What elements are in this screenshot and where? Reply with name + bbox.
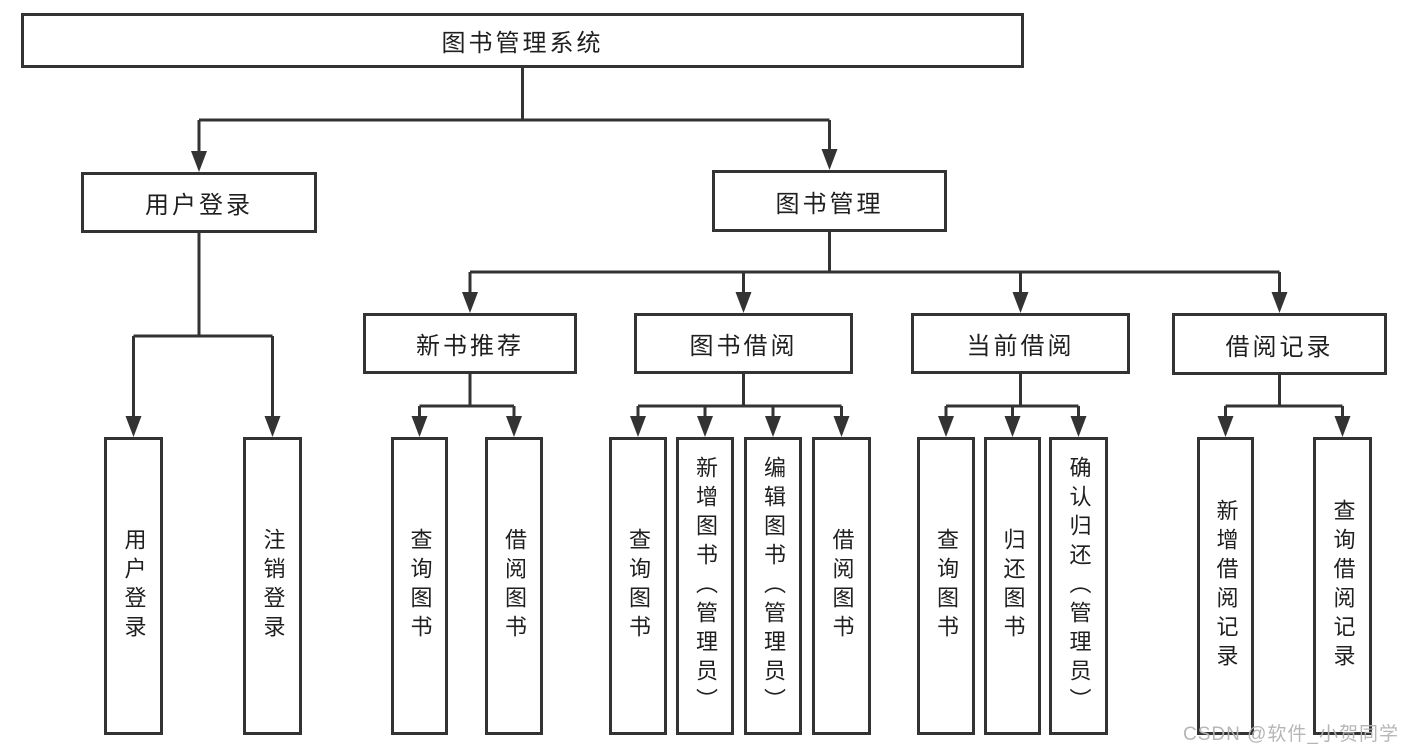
connector-user-login — [132, 231, 274, 417]
leaf-add-borrow-record: 新增借阅记录 — [1197, 437, 1254, 735]
connector-new-books — [418, 372, 516, 417]
node-new-book-recommend: 新书推荐 — [363, 313, 577, 374]
leaf-logout: 注销登录 — [243, 437, 302, 735]
connector-borrow-records — [1224, 373, 1344, 417]
arrowhead — [264, 416, 281, 437]
node-book-borrowing: 图书借阅 — [634, 313, 853, 374]
arrowhead — [1271, 292, 1288, 313]
node-current-borrowing: 当前借阅 — [911, 313, 1130, 374]
arrowhead — [462, 292, 478, 313]
arrowhead — [821, 149, 838, 170]
leaf-query-books: 查询图书 — [917, 437, 975, 735]
arrowhead — [1012, 292, 1029, 313]
node-user-login: 用户登录 — [81, 172, 317, 233]
arrowhead — [506, 416, 522, 437]
arrowhead — [630, 416, 646, 437]
leaf-user-login: 用户登录 — [104, 437, 163, 735]
arrowhead — [735, 292, 752, 313]
leaf-query-books: 查询图书 — [609, 437, 667, 735]
connector-root — [197, 66, 831, 152]
arrowhead — [765, 416, 781, 437]
arrowhead — [1070, 416, 1087, 437]
node-library-system: 图书管理系统 — [21, 13, 1024, 68]
arrowhead — [1334, 416, 1351, 437]
leaf-edit-books-admin: 编辑图书（管理员） — [744, 437, 802, 735]
arrowhead — [125, 416, 142, 437]
watermark: CSDN @软件_小贺同学 — [1183, 724, 1399, 745]
arrowhead — [697, 416, 713, 437]
leaf-return-books: 归还图书 — [984, 437, 1041, 735]
arrowhead — [833, 416, 850, 437]
arrowhead — [1004, 416, 1021, 437]
connector-book-borrow — [636, 372, 843, 417]
leaf-query-books: 查询图书 — [391, 437, 448, 735]
arrowhead — [938, 416, 954, 437]
connector-book-management — [468, 230, 1281, 293]
leaf-add-books-admin: 新增图书（管理员） — [676, 437, 734, 735]
node-borrowing-records: 借阅记录 — [1172, 313, 1387, 375]
arrowhead — [411, 416, 428, 437]
connector-current-borrow — [944, 372, 1080, 417]
arrowhead — [191, 151, 207, 172]
leaf-query-borrow-record: 查询借阅记录 — [1313, 437, 1372, 735]
arrowhead — [1217, 416, 1234, 437]
leaf-borrow-books: 借阅图书 — [485, 437, 543, 735]
leaf-borrow-books: 借阅图书 — [812, 437, 871, 735]
leaf-confirm-return-admin: 确认归还（管理员） — [1049, 437, 1108, 735]
node-book-management: 图书管理 — [712, 170, 947, 232]
